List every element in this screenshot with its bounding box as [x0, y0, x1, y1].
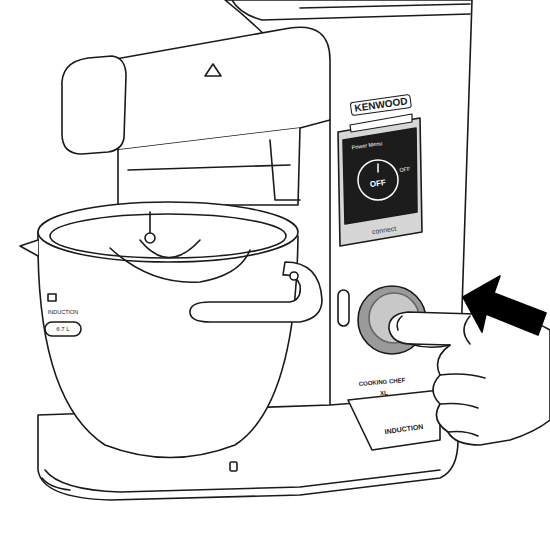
induction-icon: [48, 294, 56, 301]
capacity-badge: [45, 322, 81, 336]
handle-rivet: [290, 272, 298, 280]
body-top-edge: [300, 4, 470, 8]
base-slot: [42, 478, 70, 490]
finger-lines: [410, 316, 485, 436]
power-ring: [358, 160, 398, 200]
head-nose: [62, 56, 126, 154]
base-icon: [230, 462, 237, 471]
guard-line: [128, 165, 290, 170]
base-edge: [45, 470, 440, 492]
beater-tool: [110, 212, 250, 282]
press-arrow: [463, 276, 546, 335]
guard-side: [270, 140, 300, 200]
bowl-handle: [190, 262, 322, 322]
bowl-inner-rim: [50, 214, 286, 258]
speed-lever: [338, 290, 349, 326]
bowl-rim: [38, 202, 298, 262]
bowl: [38, 232, 298, 458]
screen: [343, 128, 417, 224]
bowl-lip: [20, 240, 38, 256]
fingernail: [397, 316, 402, 330]
splash-guard: [118, 128, 300, 205]
body-top-panel: [232, 0, 470, 20]
induction-plate-label: [348, 390, 440, 450]
power-icon: [377, 164, 379, 172]
induction-label: INDUCTION: [48, 310, 79, 316]
capacity-label: 6.7 L: [56, 326, 69, 332]
model-suffix: XL: [380, 390, 388, 397]
tool-hub: [145, 233, 155, 243]
logo-plate: [350, 114, 412, 132]
warning-symbol: [205, 64, 221, 76]
screen-bezel: [338, 118, 422, 246]
